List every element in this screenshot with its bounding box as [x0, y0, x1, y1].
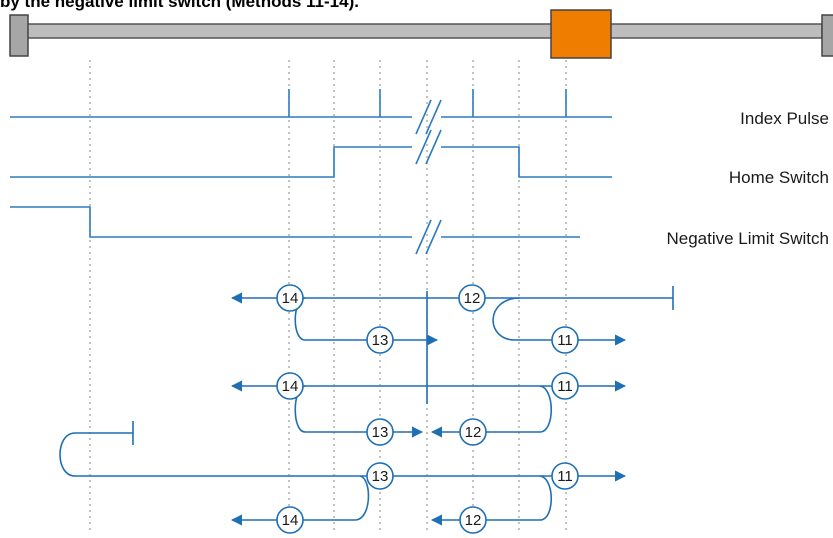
method-12-badge: 12: [458, 284, 486, 312]
negative-limit-switch-label: Negative Limit Switch: [666, 229, 829, 248]
negative-limit-switch-wave: [10, 206, 580, 255]
method-11-badge: 11: [551, 372, 579, 400]
carriage: [550, 9, 612, 59]
method-13-number: 13: [372, 424, 389, 441]
homing-paths: [59, 286, 674, 526]
path-13-arrow: [294, 297, 439, 346]
method-13-badge: 13: [366, 418, 394, 446]
waveforms: [10, 89, 612, 255]
path-11-arrow: [492, 297, 627, 346]
method-11-badge: 11: [551, 326, 579, 354]
method-14-badge: 14: [276, 284, 304, 312]
method-12-badge: 12: [459, 506, 487, 534]
index-pulse-wave: [10, 89, 612, 135]
method-14-number: 14: [282, 290, 299, 307]
method-12-badge: 12: [459, 418, 487, 446]
method-labels: 14 12 13 11 14 11 13 12: [276, 284, 579, 534]
index-pulse-label: Index Pulse: [740, 109, 829, 128]
method-12-number: 12: [465, 512, 482, 529]
method-11-number: 11: [557, 332, 573, 349]
method-14-number: 14: [282, 378, 299, 395]
method-13-badge: 13: [366, 326, 394, 354]
path-13-line: [59, 432, 360, 477]
path-12-arrow: [430, 385, 552, 438]
path-12-arrow: [430, 475, 552, 526]
method-13-badge: 13: [366, 462, 394, 490]
guide-lines: [89, 60, 567, 530]
method-14-number: 14: [282, 512, 299, 529]
method-13-number: 13: [372, 468, 389, 485]
home-switch-label: Home Switch: [729, 168, 829, 187]
method-13-number: 13: [372, 332, 389, 349]
path-14-arrow: [230, 475, 370, 526]
linear-rail: [9, 9, 833, 59]
method-14-badge: 14: [276, 372, 304, 400]
method-12-number: 12: [464, 290, 481, 307]
rail-right-stop: [821, 14, 833, 57]
rail-bar: [21, 23, 823, 39]
path-13-arrow: [294, 385, 424, 438]
figure-title: by the negative limit switch (Methods 11…: [0, 0, 359, 11]
method-11-number: 11: [557, 378, 573, 395]
rail-left-stop: [9, 14, 29, 57]
method-11-number: 11: [557, 468, 573, 485]
method-11-badge: 11: [551, 462, 579, 490]
method-12-number: 12: [465, 424, 482, 441]
method-14-badge: 14: [276, 506, 304, 534]
home-switch-wave: [10, 129, 612, 178]
